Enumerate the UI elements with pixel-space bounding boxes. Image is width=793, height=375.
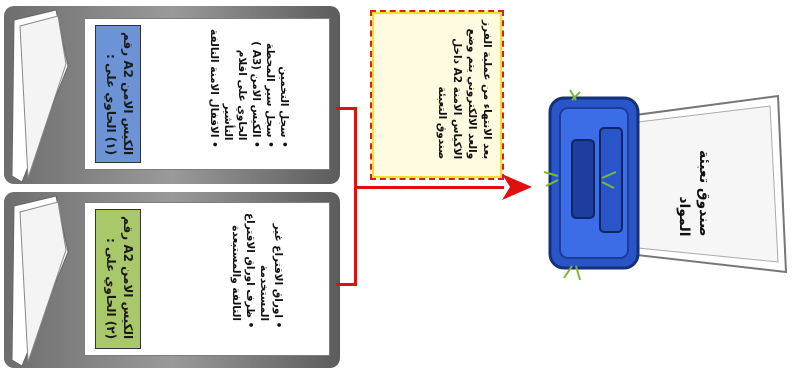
bag-header: الكيس الامن A2 رقم (١) الحاوي على : <box>95 25 141 163</box>
bag-flap-icon <box>11 195 69 367</box>
connector-top <box>336 107 356 110</box>
bag-items-list: • اوراق الاقتراع غير المستخدمة • ظرف اور… <box>229 213 285 328</box>
secure-bag-2: الكيس الامن A2 رقم (٢) الحاوي على : • او… <box>4 192 340 368</box>
instruction-note: بعد الانتهاء من عملية الفرز والعد الالكت… <box>370 10 504 180</box>
secure-bag-1: الكيس الامن A2 رقم (١) الحاوي على : • سج… <box>4 6 340 184</box>
bag-header-line-1: الكيس الامن A2 رقم <box>121 32 135 156</box>
list-item: الحاوي على اقلام <box>236 49 248 141</box>
bag-header-line-1: الكيس الامن A2 رقم <box>121 216 135 340</box>
bin-label-line-1: صندوق تعبئة <box>696 150 712 237</box>
bag-header-line-2: (١) الحاوي على : <box>104 53 118 156</box>
connector-bottom <box>336 283 356 286</box>
connector-middle <box>354 186 504 189</box>
list-item: • ظرف اوراق الاقتراع <box>244 213 256 329</box>
connector-vertical <box>354 107 357 286</box>
bag-window: الكيس الامن A2 رقم (١) الحاوي على : • سج… <box>84 18 330 170</box>
list-item: • سجل سير المحطة <box>264 42 276 148</box>
list-item: • الكيس الامن (A3 ) <box>250 41 262 148</box>
bin-label-line-2: المواد <box>676 196 692 237</box>
bag-flap-icon <box>11 9 69 183</box>
note-line-2: والعد الالكتروني يتم وضع <box>466 28 478 160</box>
note-line-1: بعد الانتهاء من عملية الفرز <box>481 20 493 160</box>
bag-header-line-2: (٢) الحاوي على : <box>104 237 118 340</box>
note-line-3: الاكياس الامنة A2 داخل <box>451 38 463 160</box>
bag-items-list: • سجل التخمين • سجل سير المحطة • الكيس ا… <box>207 29 291 148</box>
note-line-4: صندوق التعبئة <box>436 86 448 160</box>
list-item: • الاقفال الامنة التالفة <box>208 29 220 148</box>
list-item: التأشير <box>222 103 234 141</box>
list-item: • سجل التخمين <box>278 66 290 148</box>
packing-bin-icon <box>543 89 788 281</box>
bag-header: الكيس الامن A2 رقم (٢) الحاوي على : <box>95 209 141 349</box>
bag-window: الكيس الامن A2 رقم (٢) الحاوي على : • او… <box>84 202 330 356</box>
list-item: التالفة والمستبعدة <box>230 225 242 322</box>
bin-label: صندوق تعبئة المواد <box>674 150 714 237</box>
arrow-head-icon <box>502 174 532 200</box>
list-item: • اوراق الاقتراع غير <box>272 223 284 329</box>
list-item: المستخدمة <box>258 264 270 322</box>
